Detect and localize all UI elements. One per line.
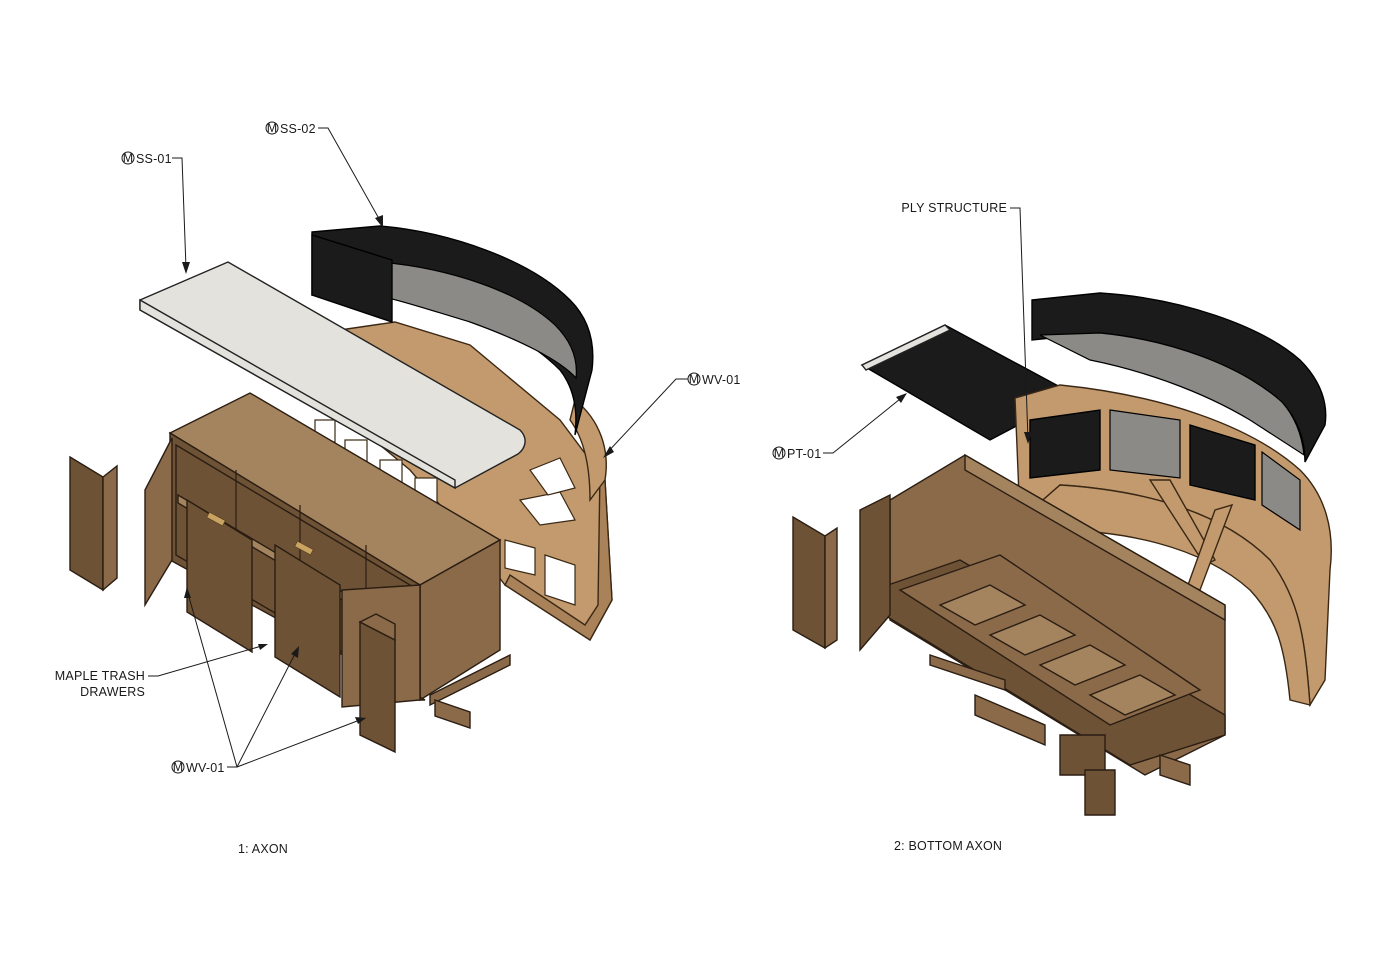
callout-pt01: M PT-01 [772,393,907,461]
bottom-left-panels [792,493,891,652]
callout-wv01-right-code: WV-01 [702,373,741,387]
callout-ss02: M SS-02 [265,121,383,228]
axon-black-solid-surface [311,225,594,436]
callout-maple-line2: DRAWERS [80,685,145,699]
callout-pt01-code: PT-01 [787,447,821,461]
callout-wv01-right-symbol: M [689,372,700,386]
callout-ss01-code: SS-01 [136,152,172,166]
callout-wv01-bottom-symbol: M [173,760,184,774]
axon-doors [144,437,421,754]
callout-wv01-bottom: M WV-01 [171,587,366,775]
callout-ss01-symbol: M [123,151,134,165]
callout-maple-trash-drawers: MAPLE TRASH DRAWERS [55,644,268,699]
bottom-axon-view-title: 2: BOTTOM AXON [894,839,1002,853]
axon-white-countertop [139,261,526,490]
callout-ss02-code: SS-02 [280,122,316,136]
bottom-walnut-cabinet [867,453,1226,816]
bottom-axon-view: PLY STRUCTURE M PT-01 2: BOTTOM AXON [772,201,1332,853]
callout-wv01-bottom-code: WV-01 [186,761,225,775]
axon-view-title: 1: AXON [238,842,288,856]
callout-ply-structure: PLY STRUCTURE [901,201,1032,444]
callout-ss02-symbol: M [267,121,278,135]
axon-view: M SS-01 M SS-02 M WV-01 MAPLE TRASH DRAW… [55,121,741,856]
bottom-ply-frame [1014,384,1332,708]
callout-maple-line1: MAPLE TRASH [55,669,145,683]
axon-end-panel [69,455,118,592]
bottom-black-solid-surface [1031,292,1327,463]
callout-wv01-right: M WV-01 [603,372,741,458]
callout-ss01: M SS-01 [121,151,190,274]
callout-ply-structure-label: PLY STRUCTURE [901,201,1007,215]
callout-pt01-symbol: M [774,446,785,460]
